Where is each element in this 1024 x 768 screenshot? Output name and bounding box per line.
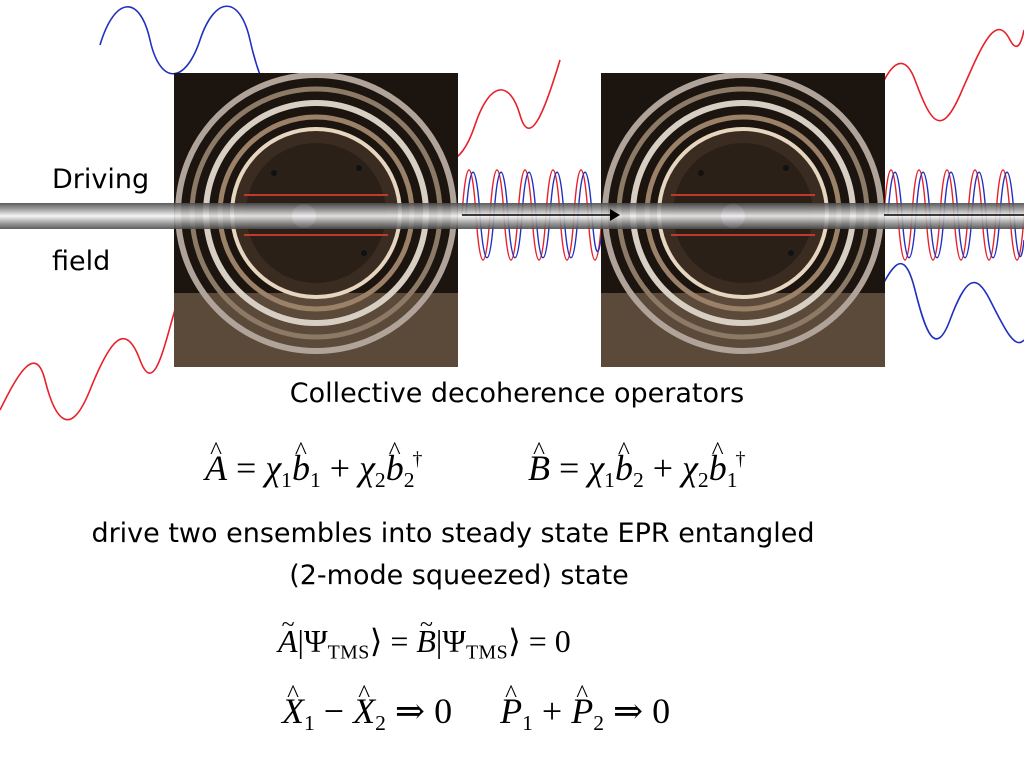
plus-sign: + [320, 448, 360, 488]
tms-subscript: TMS [465, 641, 509, 664]
subscript: 1 [726, 467, 738, 492]
A-tilde-symbol: A [278, 625, 298, 657]
dagger-symbol: † [412, 448, 423, 471]
B-tilde-symbol: B [416, 625, 436, 657]
subscript: 2 [632, 467, 644, 492]
equals-sign: = [550, 448, 589, 488]
ket-close: ⟩ [508, 623, 521, 659]
field-label: field [52, 246, 111, 277]
P-symbol: P [571, 693, 593, 729]
b-symbol: b [292, 450, 310, 486]
laser-beam [0, 203, 1024, 229]
equation-B: B = χ1b2 + χ2b1† [528, 448, 746, 492]
minus-sign: − [314, 691, 354, 731]
equals-sign: = [520, 623, 555, 659]
zero: 0 [652, 691, 671, 731]
subscript: 1 [281, 467, 292, 492]
chi-symbol: χ [265, 448, 282, 488]
ket-open: |Ψ [435, 623, 466, 659]
implies-arrow: ⇒ [603, 691, 653, 731]
b-symbol: b [615, 450, 633, 486]
chi-symbol: χ [682, 448, 698, 488]
subscript: 1 [604, 467, 615, 492]
blue-wave-top-left [99, 5, 286, 121]
subscript: 1 [304, 710, 315, 735]
subscript: 1 [522, 710, 533, 735]
subscript: 2 [374, 467, 386, 492]
b-symbol: b [709, 450, 727, 486]
X-symbol: X [282, 693, 304, 729]
chi-symbol: χ [359, 448, 375, 488]
implies-arrow: ⇒ [385, 691, 435, 731]
arrow-line-right [884, 214, 1024, 216]
description-line-2: (2-mode squeezed) state [289, 560, 629, 591]
ket-close: ⟩ [369, 623, 383, 659]
description-line-1: drive two ensembles into steady state EP… [91, 518, 815, 549]
red-wave-left [0, 299, 179, 421]
caption: Collective decoherence operators [289, 378, 745, 409]
subscript: 2 [375, 710, 386, 735]
equals-sign: = [382, 623, 417, 659]
X-symbol: X [353, 693, 375, 729]
B-symbol: B [528, 450, 550, 486]
subscript: 2 [403, 467, 415, 492]
equation-A: A = χ1b1 + χ2b2† [205, 448, 423, 492]
plus-sign: + [532, 691, 572, 731]
ket-open: |Ψ [297, 623, 328, 659]
b-symbol: b [386, 450, 404, 486]
arrow-right-icon [462, 209, 620, 221]
driving-label: Driving [52, 164, 150, 195]
A-symbol: A [205, 450, 227, 486]
zero: 0 [434, 691, 453, 731]
zero: 0 [554, 623, 571, 659]
subscript: 2 [697, 467, 709, 492]
tms-subscript: TMS [327, 641, 370, 664]
dagger-symbol: † [735, 448, 746, 471]
equation-quadratures: X1 − X2 ⇒ 0 P1 + P2 ⇒ 0 [282, 693, 670, 735]
subscript: 2 [593, 710, 604, 735]
subscript: 1 [309, 467, 321, 492]
chi-symbol: χ [588, 448, 605, 488]
P-symbol: P [500, 693, 522, 729]
equation-tms: A|ΨTMS⟩ = B|ΨTMS⟩ = 0 [278, 625, 571, 663]
plus-sign: + [643, 448, 683, 488]
equals-sign: = [227, 448, 266, 488]
